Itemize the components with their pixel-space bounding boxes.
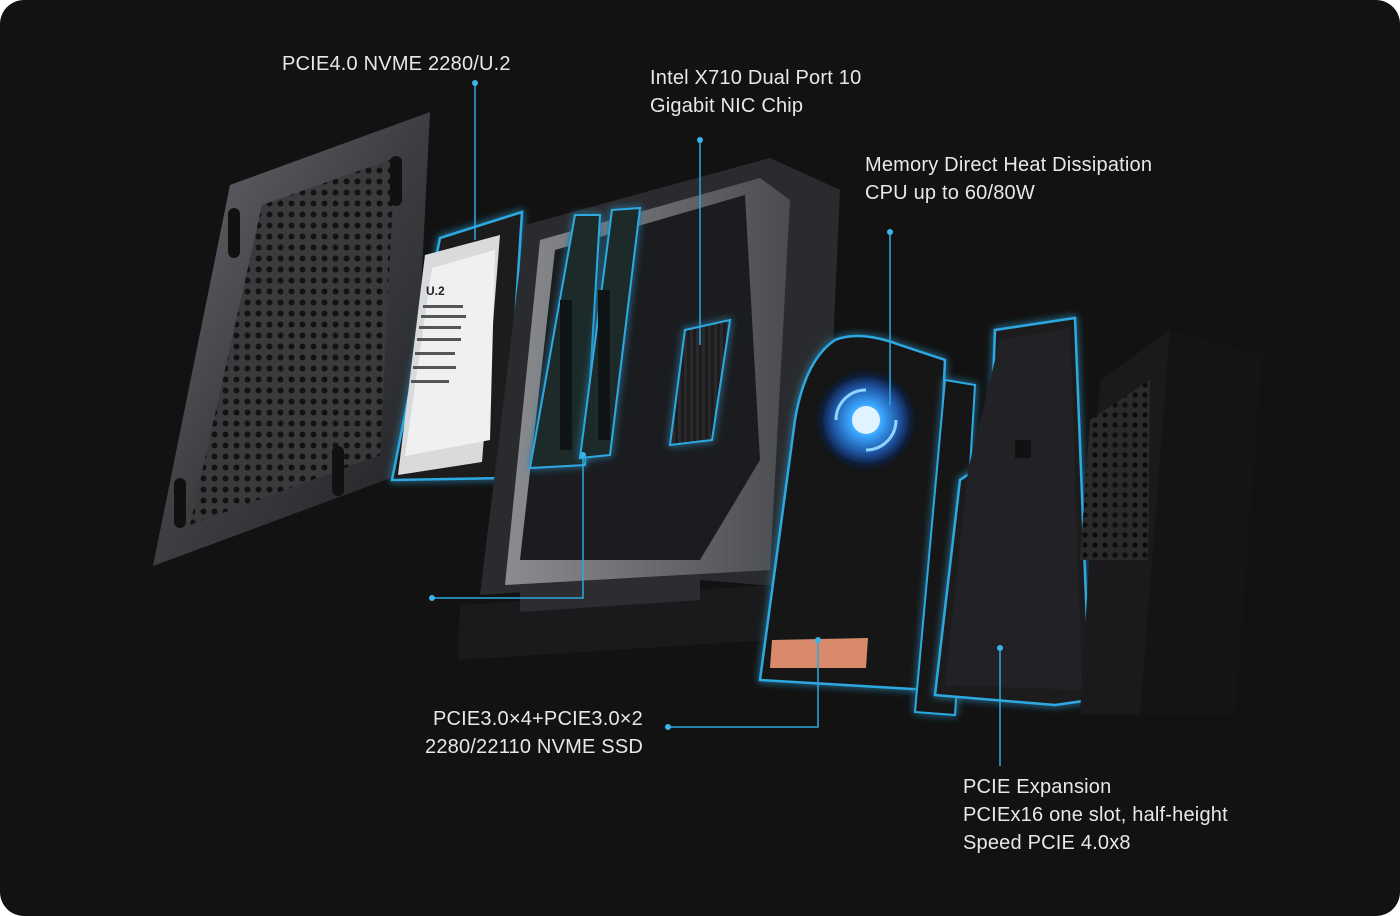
callout-memory-cpu-line-2: CPU up to 60/80W	[865, 182, 1035, 204]
callout-ssd-slots-line-1: PCIE3.0×4+PCIE3.0×2	[432, 708, 643, 730]
callout-ssd-slots-line-2: 2280/22110 NVME SSD	[425, 736, 643, 758]
cpu-cooler-module	[758, 334, 947, 692]
m2-ssd-slots	[528, 206, 642, 470]
callout-nic-chip-line-1: Intel X710 Dual Port 10	[650, 67, 862, 89]
nic-heatsink	[668, 318, 732, 447]
callout-memory-cpu-line-1: Memory Direct Heat Dissipation	[865, 154, 1153, 176]
callout-pcie-expansion-line-2: PCIEx16 one slot, half-height	[963, 804, 1228, 826]
u2-drive: U.2	[390, 210, 524, 482]
callout-leaders	[429, 80, 1003, 766]
callout-ssd-slots: PCIE3.0×4+PCIE3.0×2 2280/22110 NVME SSD	[416, 705, 643, 761]
pcie-expansion-panel	[913, 316, 1092, 717]
perforated-side-panel	[153, 112, 430, 566]
right-perforated-cover	[1080, 330, 1262, 715]
callout-nic-chip-line-2: Gigabit NIC Chip	[650, 95, 804, 117]
callout-pcie-expansion: PCIE Expansion PCIEx16 one slot, half-he…	[963, 773, 1228, 857]
callout-pcie-expansion-line-3: Speed PCIE 4.0x8	[963, 832, 1131, 854]
u2-drive-label: U.2	[426, 284, 445, 298]
callout-pcie-expansion-line-1: PCIE Expansion	[963, 776, 1112, 798]
main-chassis	[458, 158, 840, 660]
callout-nic-chip: Intel X710 Dual Port 10 Gigabit NIC Chip	[650, 64, 861, 120]
callout-memory-cpu: Memory Direct Heat Dissipation CPU up to…	[865, 151, 1152, 207]
callout-u2-drive: PCIE4.0 NVME 2280/U.2	[282, 50, 511, 78]
callout-u2-drive-line-1: PCIE4.0 NVME 2280/U.2	[282, 53, 511, 75]
